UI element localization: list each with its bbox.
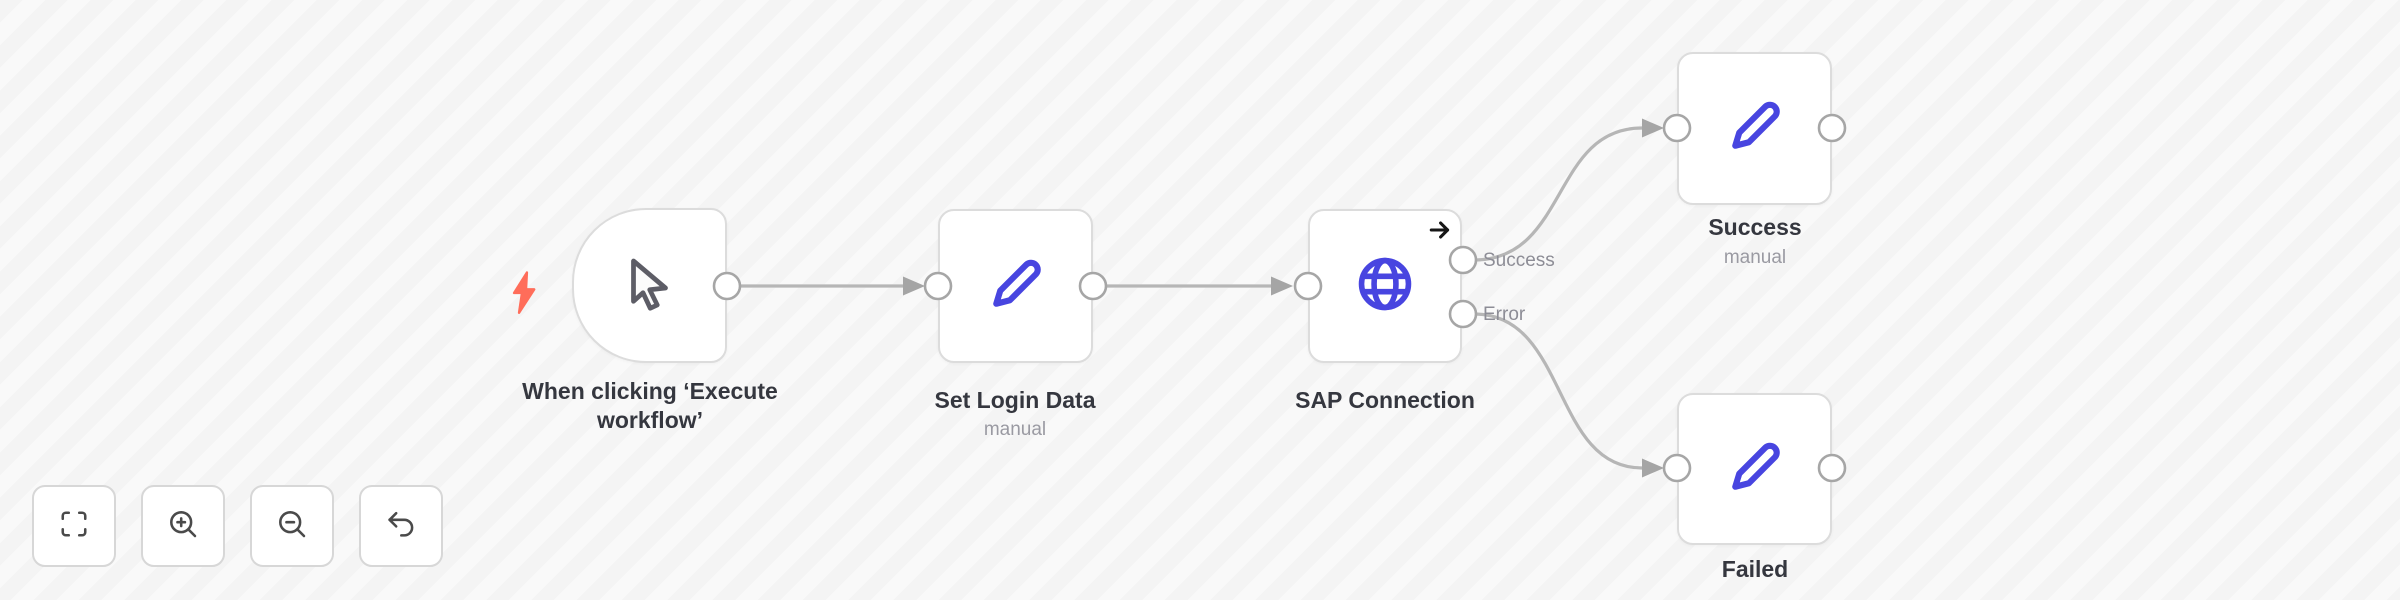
node-sap-connection[interactable] — [1308, 209, 1462, 363]
cursor-icon — [620, 253, 680, 318]
fit-view-icon — [56, 506, 92, 547]
pencil-icon — [1723, 435, 1787, 504]
port-output-setlogin[interactable] — [1078, 271, 1108, 301]
port-output-sap-error[interactable] — [1448, 299, 1478, 329]
zoom-out-button[interactable] — [250, 485, 334, 567]
canvas-controls — [32, 485, 443, 567]
port-output-failed[interactable] — [1817, 453, 1847, 483]
port-input-success[interactable] — [1662, 113, 1692, 143]
pencil-icon — [984, 252, 1048, 321]
pencil-icon — [1723, 94, 1787, 163]
edge-arrowhead — [903, 276, 925, 296]
node-label: Failed — [1721, 556, 1789, 582]
node-label: When clicking ‘Execute workflow’ — [522, 378, 778, 434]
node-success[interactable] — [1677, 52, 1832, 205]
output-label-error: Error — [1483, 304, 1526, 325]
port-input-sap[interactable] — [1293, 271, 1323, 301]
node-subtitle: manual — [1723, 247, 1787, 268]
port-input-setlogin[interactable] — [923, 271, 953, 301]
node-label: Set Login Data — [934, 387, 1096, 413]
node-set-login-data[interactable] — [938, 209, 1093, 363]
edge-arrowhead — [1642, 118, 1664, 138]
globe-icon — [1353, 252, 1417, 321]
node-subtitle: manual — [983, 419, 1047, 440]
zoom-in-icon — [165, 506, 201, 547]
node-label: SAP Connection — [1295, 387, 1475, 413]
port-output-trigger[interactable] — [712, 271, 742, 301]
zoom-in-button[interactable] — [141, 485, 225, 567]
undo-icon — [383, 506, 419, 547]
node-label: Success — [1708, 214, 1802, 240]
node-when-clicking-execute-workflow[interactable] — [572, 208, 727, 363]
node-failed[interactable] — [1677, 393, 1832, 545]
fit-view-button[interactable] — [32, 485, 116, 567]
output-label-success: Success — [1483, 250, 1555, 271]
port-output-sap-success[interactable] — [1448, 245, 1478, 275]
edge-arrowhead — [1271, 276, 1293, 296]
lightning-bolt-icon — [506, 271, 542, 320]
undo-button[interactable] — [359, 485, 443, 567]
port-output-success[interactable] — [1817, 113, 1847, 143]
port-input-failed[interactable] — [1662, 453, 1692, 483]
arrow-right-icon — [1426, 216, 1454, 249]
edge-arrowhead — [1642, 458, 1664, 478]
zoom-out-icon — [274, 506, 310, 547]
